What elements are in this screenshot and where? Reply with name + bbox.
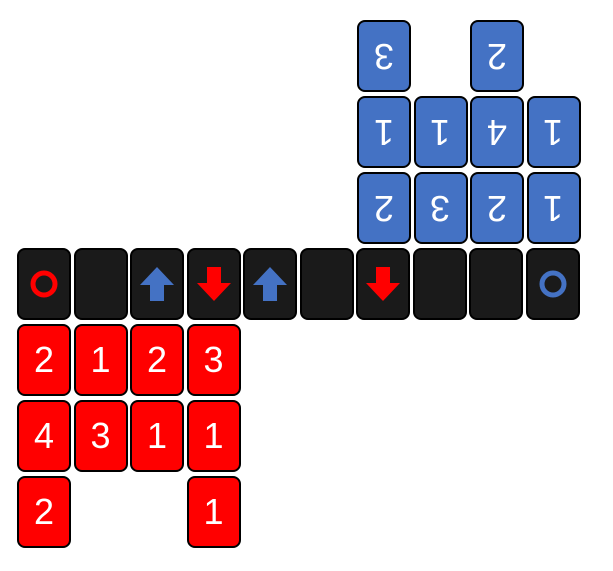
tile-number: 1	[543, 112, 564, 153]
tile-number: 1	[430, 112, 451, 153]
tile-number: 1	[373, 112, 395, 153]
tile-number: 1	[146, 415, 168, 456]
blue-number-tile[interactable]: 2	[470, 20, 524, 92]
track-cell[interactable]	[412, 248, 467, 320]
tile-number: 2	[146, 339, 168, 380]
blue-number-tile[interactable]: 3	[413, 172, 468, 244]
tile-number: 4	[486, 112, 508, 153]
track-cell[interactable]	[130, 248, 184, 320]
tile-number: 1	[203, 415, 224, 456]
ring-icon	[30, 270, 58, 298]
track-cell[interactable]	[186, 248, 241, 320]
tile-number: 1	[543, 188, 564, 229]
blue-number-tile[interactable]: 1	[413, 96, 468, 168]
red-number-tile[interactable]: 1	[73, 324, 128, 396]
blue-number-tile[interactable]: 1	[526, 172, 581, 244]
tile-number: 3	[373, 36, 395, 77]
arrow-down-icon	[366, 267, 400, 301]
arrow-down-icon	[196, 267, 231, 301]
tile-number: 2	[33, 339, 55, 380]
red-number-tile[interactable]: 3	[186, 324, 241, 396]
track-cell[interactable]	[73, 248, 128, 320]
blue-number-tile[interactable]: 1	[526, 96, 581, 168]
red-number-tile[interactable]: 3	[73, 400, 128, 472]
track-cell[interactable]	[243, 248, 297, 320]
tile-number: 2	[373, 188, 395, 229]
blue-number-tile[interactable]: 2	[470, 172, 524, 244]
red-number-tile[interactable]: 1	[186, 400, 241, 472]
red-number-tile[interactable]: 2	[130, 324, 184, 396]
tile-number: 2	[486, 36, 508, 77]
track-cell[interactable]	[356, 248, 410, 320]
blue-number-tile[interactable]: 2	[357, 172, 411, 244]
red-number-tile[interactable]: 2	[17, 476, 71, 548]
tile-number: 4	[33, 415, 55, 456]
track-cell[interactable]	[469, 248, 523, 320]
tile-number: 2	[33, 491, 55, 532]
blue-number-tile[interactable]: 3	[357, 20, 411, 92]
track-cell[interactable]	[17, 248, 71, 320]
ring-icon	[539, 270, 566, 298]
red-number-tile[interactable]: 4	[17, 400, 71, 472]
arrow-up-icon	[140, 267, 174, 301]
red-number-tile[interactable]: 1	[130, 400, 184, 472]
tile-number: 1	[90, 339, 111, 380]
tile-number: 2	[486, 188, 508, 229]
red-number-tile[interactable]: 2	[17, 324, 71, 396]
tile-number: 3	[430, 188, 451, 229]
tile-number: 1	[203, 491, 224, 532]
arrow-up-icon	[253, 267, 287, 301]
blue-number-tile[interactable]: 4	[470, 96, 524, 168]
red-number-tile[interactable]: 1	[186, 476, 241, 548]
track-cell[interactable]	[525, 248, 580, 320]
tile-number: 3	[203, 339, 224, 380]
tile-number: 3	[90, 415, 111, 456]
track-cell[interactable]	[299, 248, 354, 320]
blue-number-tile[interactable]: 1	[357, 96, 411, 168]
